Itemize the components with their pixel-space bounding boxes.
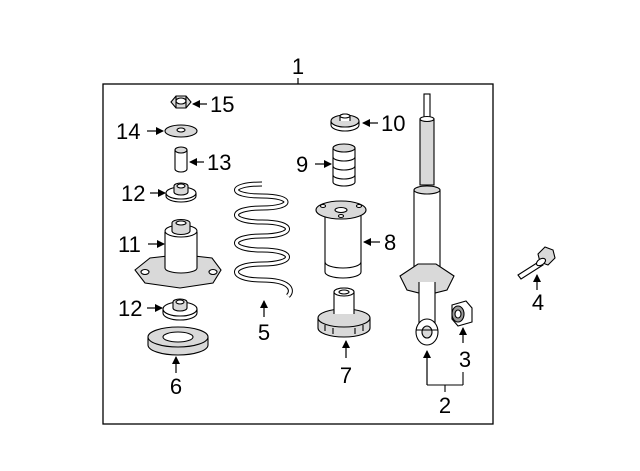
callout-9: 9 [296, 152, 308, 177]
part-7-lower-spring-seat [317, 287, 371, 338]
part-3-bushing [451, 300, 473, 327]
callout-2-bracket [423, 350, 464, 392]
callout-7: 7 [340, 363, 352, 388]
callout-8: 8 [384, 230, 396, 255]
part-4-bolt [517, 246, 556, 280]
callout-12a: 12 [121, 181, 145, 206]
callout-13: 13 [207, 150, 231, 175]
part-9-bump-stop [332, 143, 356, 187]
part-6-spring-seat [147, 326, 209, 356]
callout-2: 2 [439, 393, 451, 418]
part-shock-absorber [399, 93, 455, 346]
callout-10: 10 [381, 111, 405, 136]
part-12-upper-bushing [165, 182, 197, 203]
part-8-dust-boot [315, 200, 367, 279]
callout-15: 15 [210, 92, 234, 117]
callout-3: 3 [459, 347, 471, 372]
callout-14: 14 [116, 119, 140, 144]
callout-5: 5 [258, 320, 270, 345]
part-10-upper-insulator [330, 113, 360, 132]
part-14-washer [164, 124, 198, 138]
callout-6: 6 [170, 374, 182, 399]
part-12-lower-bushing [162, 298, 198, 321]
part-11-upper-mount [134, 218, 222, 289]
callout-4: 4 [532, 290, 544, 315]
part-5-coil-spring [234, 181, 293, 298]
part-13-collar [174, 146, 188, 173]
callout-11: 11 [118, 232, 141, 257]
callout-12b: 12 [118, 296, 142, 321]
callout-1: 1 [292, 54, 304, 79]
part-15-nut [170, 95, 192, 109]
